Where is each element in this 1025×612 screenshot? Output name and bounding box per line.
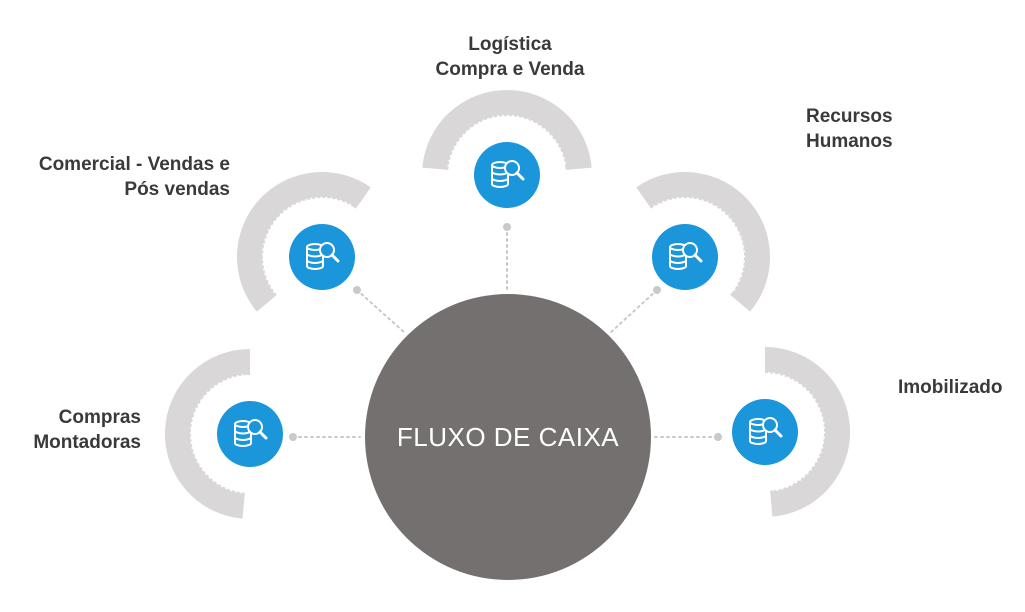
- arc-dots-logistica: [447, 114, 567, 167]
- center-title: FLUXO DE CAIXA: [397, 422, 619, 452]
- label-rh-line-1: Recursos: [806, 106, 893, 127]
- connector-dot-compras: [289, 433, 297, 441]
- label-logistica: Logística Compra e Venda: [385, 32, 635, 82]
- connector-dot-logistica: [503, 223, 511, 231]
- label-comercial-line-2: Pós vendas: [124, 179, 230, 200]
- connector-dot-imobilizado: [714, 433, 722, 441]
- arc-logistica: [422, 90, 592, 171]
- center-circle: [365, 294, 651, 580]
- database-search-icon: [491, 160, 525, 188]
- database-search-icon: [306, 242, 340, 270]
- label-comercial-line-1: Comercial - Vendas e: [38, 154, 230, 175]
- label-logistica-line-2: Compra e Venda: [435, 59, 585, 80]
- label-imobilizado-line-1: Imobilizado: [898, 377, 1003, 398]
- database-search-icon: [749, 417, 783, 445]
- arc-dots-comercial: [261, 196, 354, 294]
- connector-dot-rh: [653, 286, 661, 294]
- label-rh: Recursos Humanos: [806, 104, 893, 154]
- arc-comercial: [237, 172, 371, 312]
- connector-comercial: [356, 289, 406, 334]
- label-rh-line-2: Humanos: [806, 131, 893, 152]
- label-compras: Compras Montadoras: [33, 405, 141, 455]
- arc-compras: [165, 349, 251, 519]
- arc-imobilizado: [764, 347, 850, 517]
- arc-dots-rh: [653, 196, 746, 294]
- arc-dots-compras: [189, 373, 247, 494]
- arc-dots-imobilizado: [768, 371, 826, 492]
- arc-rh: [636, 172, 770, 312]
- label-comercial: Comercial - Vendas e Pós vendas: [39, 152, 230, 202]
- connector-dot-comercial: [353, 286, 361, 294]
- label-compras-line-2: Montadoras: [33, 432, 141, 453]
- database-search-icon: [234, 419, 268, 447]
- connector-rh: [609, 289, 658, 334]
- label-compras-line-1: Compras: [58, 407, 141, 428]
- label-imobilizado: Imobilizado: [898, 375, 1003, 400]
- database-search-icon: [669, 242, 703, 270]
- label-logistica-line-1: Logística: [468, 34, 552, 55]
